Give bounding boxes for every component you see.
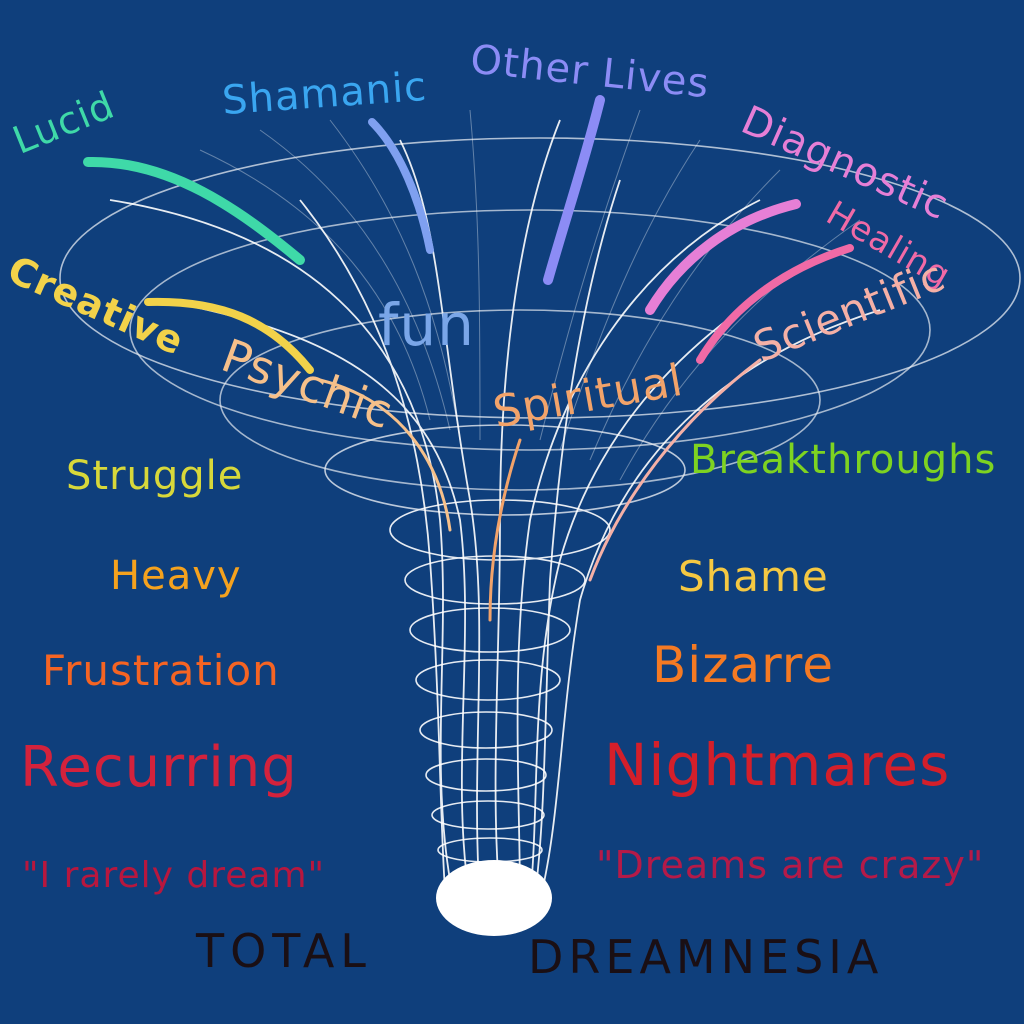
funnel-bottom-blob (436, 860, 552, 936)
label-total: TOTAL (196, 924, 372, 978)
lucid-stroke (83, 156, 305, 265)
scientific-stroke (588, 358, 762, 582)
label-heavy: Heavy (110, 553, 242, 599)
label-dreamnesia: DREAMNESIA (528, 930, 884, 984)
other-lives-stroke (543, 95, 605, 285)
label-recurring: Recurring (20, 735, 298, 800)
label-bizarre: Bizarre (652, 636, 834, 694)
category-strokes (83, 95, 854, 622)
funnel-rings (59, 137, 1021, 863)
label-frustration: Frustration (42, 646, 280, 695)
label-nightmares: Nightmares (604, 731, 951, 799)
label-fun: fun (378, 291, 475, 359)
funnel-fine-lines (199, 109, 861, 481)
healing-stroke (696, 244, 854, 364)
spiritual-stroke (488, 438, 522, 622)
diagnostic-stroke (645, 199, 801, 315)
label-breakthroughs: Breakthroughs (690, 437, 997, 483)
label-dreams-are-crazy: "Dreams are crazy" (596, 843, 985, 887)
label-rarely-dream: "I rarely dream" (22, 855, 326, 896)
shamanic-stroke (368, 118, 434, 254)
creative-stroke (144, 297, 314, 374)
label-shame: Shame (678, 552, 829, 601)
psychic-stroke (318, 378, 452, 532)
label-struggle: Struggle (66, 453, 244, 499)
